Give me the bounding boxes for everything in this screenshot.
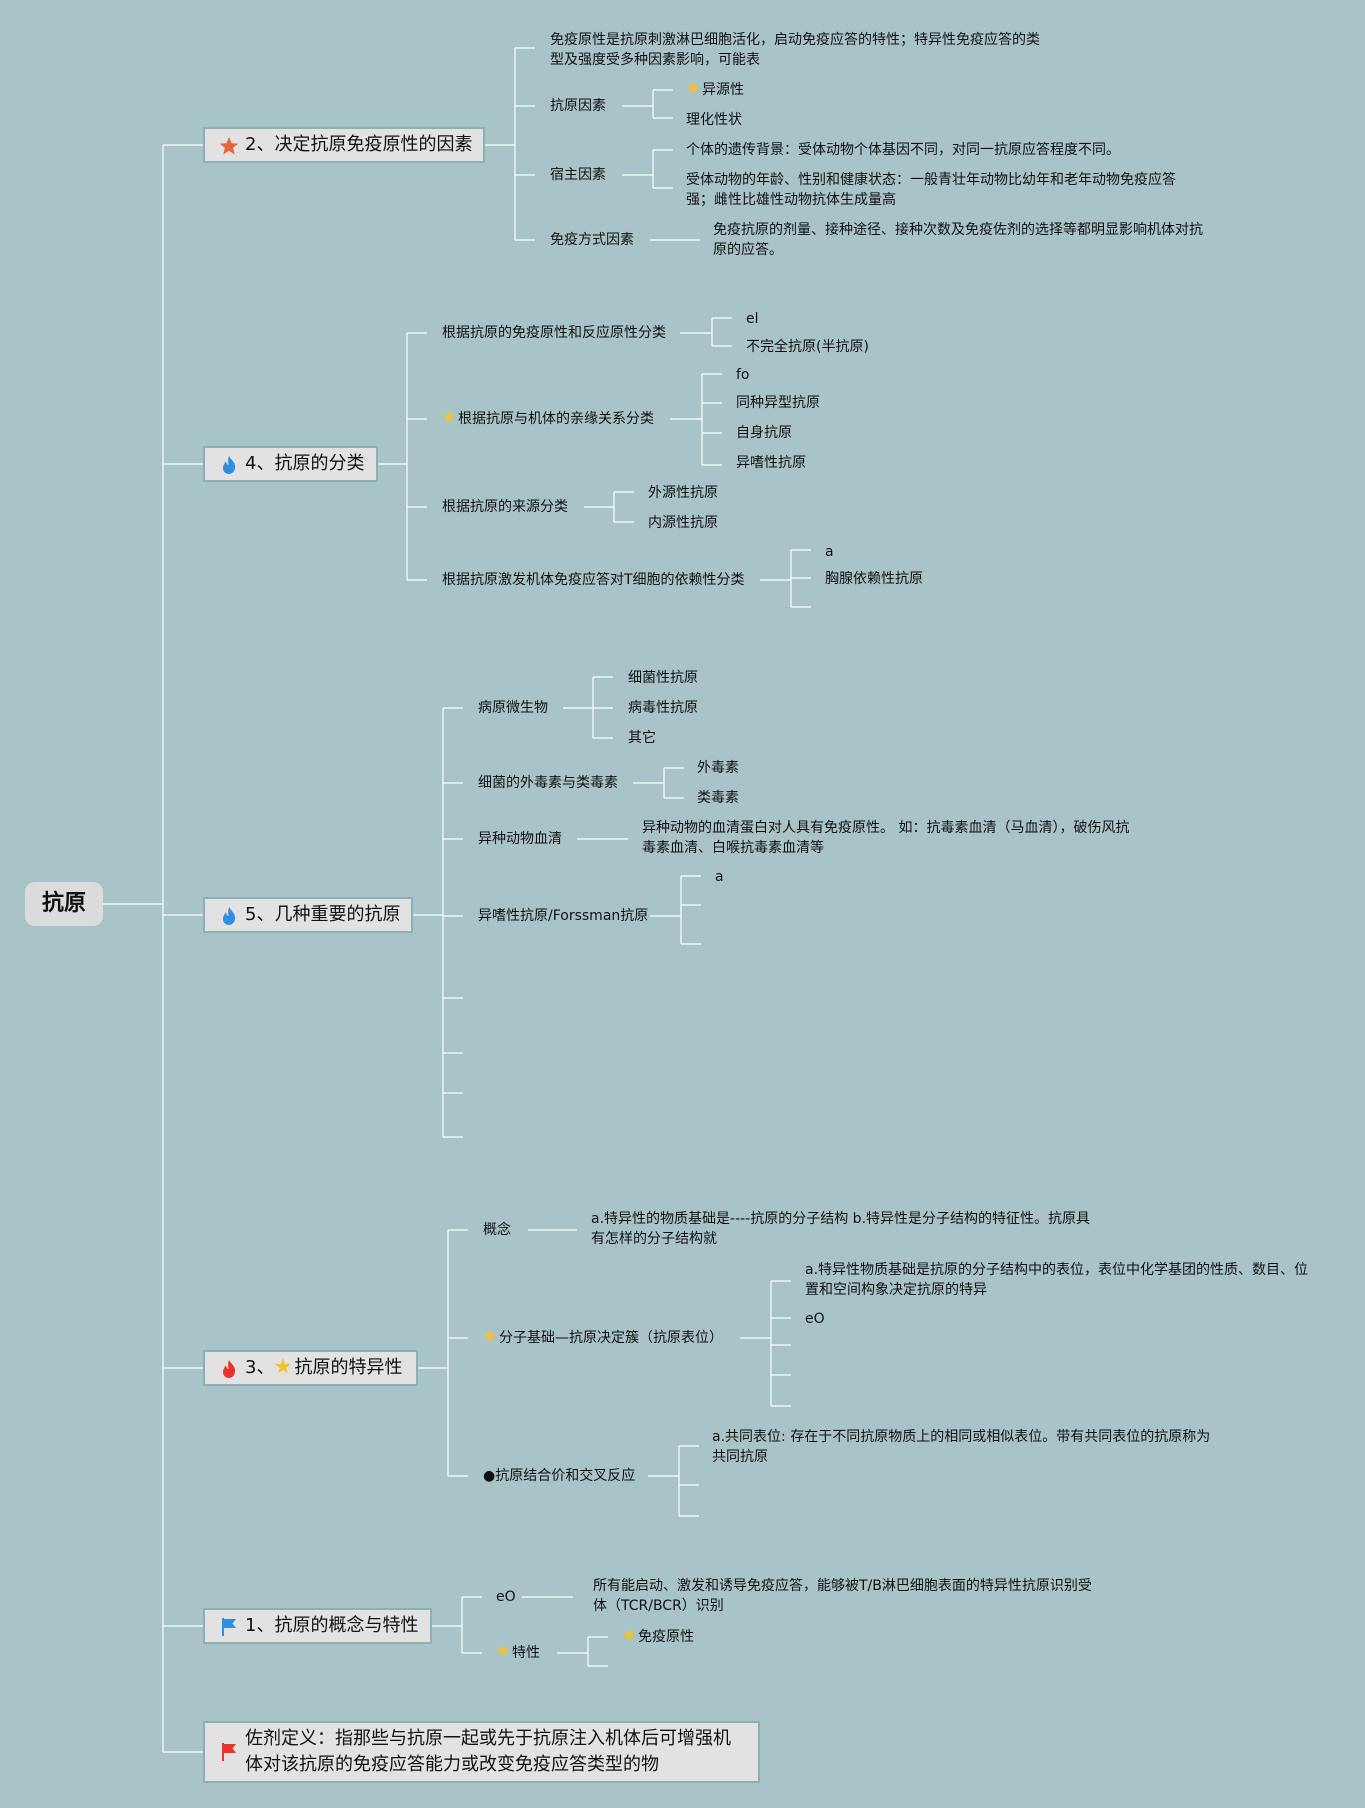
topic-important-antigens[interactable]: 5、几种重要的抗原 <box>203 897 413 933</box>
node-serum-desc[interactable]: 异种动物的血清蛋白对人具有免疫原性。 如：抗毒素血清（马血清），破伤风抗毒素血清… <box>642 820 1130 856</box>
node-eo[interactable]: eO <box>805 1311 825 1327</box>
node-a[interactable]: a <box>715 869 724 885</box>
node-eo-desc[interactable]: 所有能启动、激发和诱导免疫应答，能够被T/B淋巴细胞表面的特异性抗原识别受体（T… <box>593 1578 1092 1614</box>
star-icon <box>496 1644 510 1657</box>
node-intro[interactable]: 免疫原性是抗原刺激淋巴细胞活化，启动免疫应答的特性；特异性免疫应答的类型及强度受… <box>550 32 1040 68</box>
node-alloantigen[interactable]: 同种异型抗原 <box>736 395 820 411</box>
node-fo[interactable]: fo <box>736 367 750 383</box>
topic-concept-and-properties[interactable]: 1、抗原的概念与特性 <box>203 1608 432 1644</box>
orange-star-icon <box>219 137 239 155</box>
node-host-age[interactable]: 受体动物的年龄、性别和健康状态：一般青壮年动物比幼年和老年动物免疫应答强；雌性比… <box>686 172 1176 208</box>
topic-label: 2、决定抗原免疫原性的因素 <box>245 134 473 155</box>
blue-flame-icon <box>223 907 236 925</box>
node-forssman[interactable]: 异嗜性抗原/Forssman抗原 <box>478 908 649 924</box>
node-microbes[interactable]: 病原微生物 <box>478 700 548 716</box>
node-host-genetic[interactable]: 个体的遗传背景：受体动物个体基因不同，对同一抗原应答程度不同。 <box>686 142 1120 158</box>
node-binding-desc[interactable]: a.共同表位: 存在于不同抗原物质上的相同或相似表位。带有共同表位的抗原称为共同… <box>712 1429 1211 1465</box>
topic-label: 佐剂定义：指那些与抗原一起或先于抗原注入机体后可增强机体对该抗原的免疫应答能力或… <box>245 1728 731 1775</box>
node-heterophil[interactable]: 异嗜性抗原 <box>736 455 806 471</box>
node-by-source[interactable]: 根据抗原的来源分类 <box>442 499 568 515</box>
star-icon <box>622 1628 636 1641</box>
star-icon <box>442 410 456 423</box>
node-td[interactable]: 胸腺依赖性抗原 <box>825 571 923 587</box>
node-immunization-desc[interactable]: 免疫抗原的剂量、接种途径、接种次数及免疫佐剂的选择等都明显影响机体对抗原的应答。 <box>713 222 1203 258</box>
red-flag-icon <box>222 1743 236 1761</box>
node-properties[interactable]: 特性 <box>496 1643 540 1663</box>
node-antigen-factor[interactable]: 抗原因素 <box>550 98 606 114</box>
node-physchem[interactable]: 理化性状 <box>686 112 742 128</box>
node-a[interactable]: a <box>825 544 834 560</box>
node-toxins[interactable]: 细菌的外毒素与类毒素 <box>478 775 618 791</box>
node-binding[interactable]: ●抗原结合价和交叉反应 <box>483 1468 636 1484</box>
topic-label: 抗原的特异性 <box>294 1357 403 1378</box>
node-endogenous[interactable]: 内源性抗原 <box>648 515 718 531</box>
node-by-t-cell[interactable]: 根据抗原激发机体免疫应答对T细胞的依赖性分类 <box>442 572 745 588</box>
node-exogenous[interactable]: 外源性抗原 <box>648 485 718 501</box>
star-icon <box>274 1358 292 1374</box>
topic-specificity[interactable]: 3、抗原的特异性 <box>203 1350 418 1386</box>
node-foreignness[interactable]: 异源性 <box>686 80 744 100</box>
node-bacterial[interactable]: 细菌性抗原 <box>628 670 698 686</box>
node-host-factor[interactable]: 宿主因素 <box>550 167 606 183</box>
node-viral[interactable]: 病毒性抗原 <box>628 700 698 716</box>
root-topic[interactable]: 抗原 <box>25 882 103 926</box>
topic-immunogenicity-factors[interactable]: 2、决定抗原免疫原性的因素 <box>203 127 485 163</box>
node-concept[interactable]: 概念 <box>483 1222 511 1238</box>
node-by-relation[interactable]: 根据抗原与机体的亲缘关系分类 <box>442 409 654 429</box>
node-molecular-desc[interactable]: a.特异性物质基础是抗原的分子结构中的表位，表位中化学基团的性质、数目、位置和空… <box>805 1262 1309 1298</box>
topic-adjuvant[interactable]: 佐剂定义：指那些与抗原一起或先于抗原注入机体后可增强机体对该抗原的免疫应答能力或… <box>203 1721 760 1783</box>
node-by-reactivity[interactable]: 根据抗原的免疫原性和反应原性分类 <box>442 325 666 341</box>
node-toxoid[interactable]: 类毒素 <box>697 790 739 806</box>
node-exotoxin[interactable]: 外毒素 <box>697 760 739 776</box>
topic-label: 4、抗原的分类 <box>245 453 365 474</box>
node-other[interactable]: 其它 <box>628 730 656 746</box>
blue-flame-icon <box>223 456 236 474</box>
node-immunogenicity[interactable]: 免疫原性 <box>622 1627 694 1647</box>
star-icon <box>483 1329 497 1342</box>
node-concept-desc[interactable]: a.特异性的物质基础是----抗原的分子结构 b.特异性是分子结构的特征性。抗原… <box>591 1211 1091 1247</box>
node-eo[interactable]: eO <box>496 1589 516 1605</box>
topic-label: 1、抗原的概念与特性 <box>245 1615 419 1636</box>
topic-label: 5、几种重要的抗原 <box>245 904 401 925</box>
blue-flag-icon <box>222 1618 236 1636</box>
node-el[interactable]: el <box>746 311 759 327</box>
node-autoantigen[interactable]: 自身抗原 <box>736 425 792 441</box>
node-serum[interactable]: 异种动物血清 <box>478 831 562 847</box>
topic-antigen-classification[interactable]: 4、抗原的分类 <box>203 446 378 482</box>
node-immunization-factor[interactable]: 免疫方式因素 <box>550 232 634 248</box>
red-flame-icon <box>223 1360 236 1378</box>
node-molecular[interactable]: 分子基础—抗原决定簇（抗原表位） <box>483 1328 723 1348</box>
star-icon <box>686 81 700 94</box>
node-hapten[interactable]: 不完全抗原(半抗原) <box>746 339 869 355</box>
